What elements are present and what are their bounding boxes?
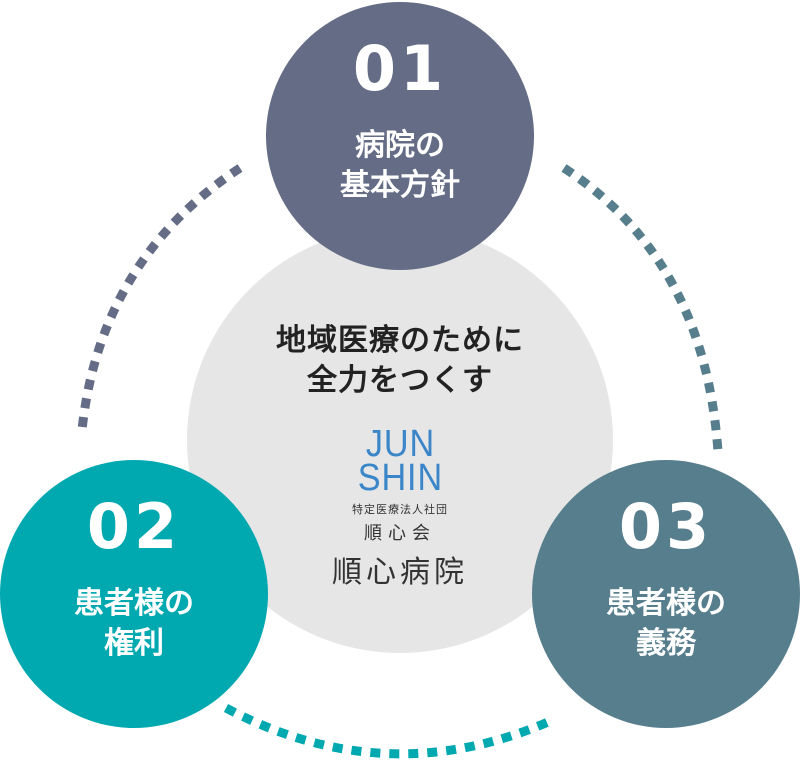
pillar-01-label-line-2: 基本方針 [340,168,460,203]
junshin-logo: JUN SHIN 特定医療法人社団 順心会 順心病院 [332,423,468,591]
tagline-line-2: 全力をつくす [307,363,493,398]
pillar-02-label-line-2: 権利 [104,626,164,661]
arc-left-dotted [77,164,243,431]
logo-association: 順心会 [364,523,436,544]
pillar-03-label: 患者様の 義務 [606,584,726,664]
center-tagline: 地域医療のために 全力をつくす [276,321,524,401]
pillar-01-circle: 01 病院の 基本方針 [266,2,534,270]
pillar-02-circle: 02 患者様の 権利 [0,460,268,728]
pillar-03-label-line-1: 患者様の [606,586,726,621]
arc-bottom-dotted [223,704,550,759]
logo-brand-jun: JUN [365,423,435,465]
pillar-03-label-line-2: 義務 [636,626,696,661]
logo-hospital-name: 順心病院 [332,555,468,590]
pillar-02-number: 02 [86,490,182,563]
pillar-02-label: 患者様の 権利 [74,584,194,664]
pillar-03-number: 03 [618,490,714,563]
pillar-01-number: 01 [352,32,448,105]
tagline-line-1: 地域医療のために [276,323,524,358]
pillar-03-circle: 03 患者様の 義務 [532,460,800,728]
logo-brand-shin: SHIN [357,457,443,499]
pillar-01-label: 病院の 基本方針 [340,126,460,206]
logo-corporation: 特定医療法人社団 [352,503,448,516]
pillar-02-label-line-1: 患者様の [74,586,194,621]
pillar-01-label-line-1: 病院の [355,128,445,163]
arc-right-dotted [561,164,723,453]
